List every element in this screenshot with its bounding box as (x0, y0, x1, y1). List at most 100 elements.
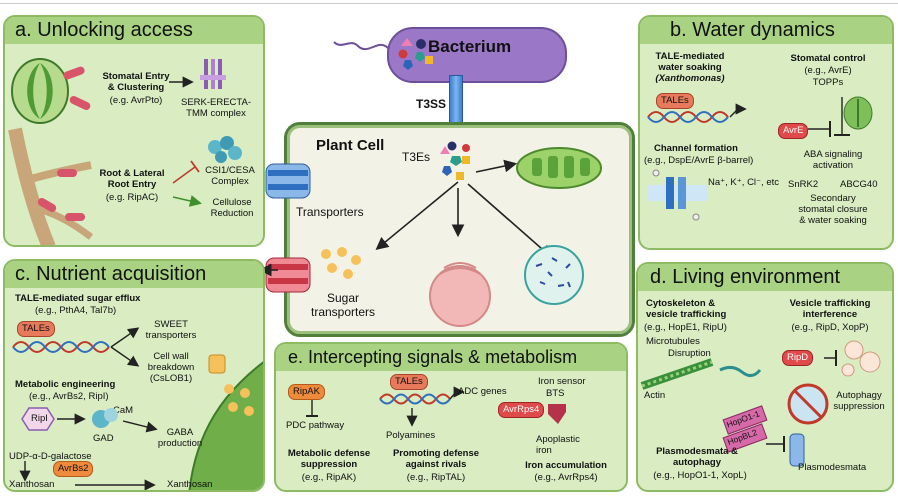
dna-icon (379, 386, 465, 405)
plasmodesmata-label: Plasmodesmata (798, 462, 867, 473)
iron-sensor-label: Iron sensor (538, 376, 586, 387)
bacterium-flagellum (333, 41, 389, 51)
tale-soak-line2: water soaking (658, 62, 722, 73)
dna-icon (647, 103, 747, 123)
cellwall-line2: breakdown (147, 362, 195, 373)
plasmo-line2: autophagy (672, 457, 722, 468)
t3ss-label: T3SS (416, 97, 447, 111)
gad-label: GAD (93, 433, 114, 444)
cyto-line1: Cytoskeleton & (646, 298, 716, 309)
abcg40-label: ABCG40 (840, 179, 878, 190)
stomatal-entry-eg: (e.g. AvrPto) (109, 95, 163, 106)
tales-tag: TALEs (17, 321, 55, 337)
inhibit-arrow (172, 160, 200, 184)
apoplastic-label: Apoplastic iron (536, 434, 580, 456)
plasmo-label: Plasmodesmata & autophagy (642, 446, 752, 468)
gaba-line1: GABA (166, 427, 194, 438)
secondary-line1: Secondary (810, 193, 856, 204)
gaba-line2: production (157, 438, 203, 449)
ripi-arrow (57, 413, 86, 425)
panel-e-title: e. Intercepting signals & metabolism (276, 344, 626, 371)
t3es-label: T3Es (402, 150, 431, 164)
tale-soak-line1: TALE-mediated (655, 51, 725, 62)
promoting-line2: against rivals (405, 459, 467, 470)
sugar-molecules (224, 384, 254, 416)
aba-line1: ABA signaling (803, 149, 863, 160)
iron-acc-label: Iron accumulation (525, 460, 607, 471)
vacuole-icon (524, 245, 584, 305)
plasmodesmata-icon (766, 433, 805, 467)
xanthosan-right: Xanthosan (167, 479, 213, 490)
tale-soak-label: TALE-mediated water soaking (Xanthomonas… (640, 51, 740, 84)
stomatal-entry-line1: Stomatal Entry (102, 71, 170, 82)
cellulose-line2: Reduction (210, 208, 254, 219)
udp-label: UDP-α-D-galactose (9, 451, 92, 462)
ions-label: Na⁺, K⁺, Cl⁻, etc (708, 177, 780, 188)
serk-label: SERK-ERECTA- TMM complex (171, 97, 261, 119)
ripd-tag: RipD (782, 350, 814, 366)
ripi-hexagon (21, 407, 55, 431)
metabolic-eng-label: Metabolic engineering (15, 379, 116, 390)
plasmo-line1: Plasmodesmata & (656, 446, 738, 457)
snrk2-label: SnRK2 (788, 179, 819, 190)
stomata-closed-icon (843, 96, 873, 130)
bacterium-small (68, 94, 92, 112)
serk-line2: TMM complex (186, 108, 246, 119)
microtubules-label: Microtubules (646, 336, 700, 347)
root-entry-label: Root & Lateral Root Entry (91, 168, 173, 190)
pdc-inhibit (306, 400, 318, 417)
cell-arrows (375, 159, 553, 259)
effector-shapes-bacterium (398, 38, 433, 70)
bacterium-small (65, 213, 85, 221)
actin-label: Actin (644, 390, 666, 401)
green-arrow (172, 195, 202, 207)
transporters-icon (265, 163, 311, 199)
apoplastic-line2: iron (536, 445, 552, 456)
ripak-tag: RipAK (288, 384, 325, 400)
cellwall-line1: Cell wall (153, 351, 189, 362)
metabolic-defense-line2: suppression (300, 459, 358, 470)
nucleus-icon (429, 262, 491, 327)
cellwall-label: Cell wall breakdown (CsLOB1) (133, 351, 209, 384)
root-icon (8, 127, 94, 245)
csi1-line1: CSI1/CESA (205, 165, 255, 176)
vesicles-icon (824, 340, 881, 377)
panel-a-title: a. Unlocking access (5, 17, 263, 44)
avre-tag: AvrE (778, 123, 809, 139)
cellwall-line3: (CsLOB1) (149, 373, 193, 384)
tales-tag: TALEs (390, 374, 428, 390)
bacterium-small (57, 169, 77, 177)
panel-c: c. Nutrient acquisition TALE-mediated su… (3, 259, 265, 492)
plant-cell-label: Plant Cell (316, 137, 385, 154)
bacterium-label: Bacterium (428, 37, 512, 56)
sugar-line1: Sugar (326, 291, 360, 305)
sugar-transporters-arrow (258, 263, 278, 277)
secondary-line2: stomatal closure (798, 204, 868, 215)
promoting-label: Promoting defense against rivals (380, 448, 492, 470)
gad-arrow (122, 420, 158, 433)
cam-label: CaM (113, 405, 134, 416)
ripi-label: RipI (31, 413, 48, 424)
promoting-line1: Promoting defense (392, 448, 480, 459)
promoting-eg: (e.g., RipTAL) (406, 472, 466, 483)
panel-c-title: c. Nutrient acquisition (5, 261, 263, 288)
top-rule (0, 3, 898, 4)
cellulose-label: Cellulose Reduction (201, 197, 263, 219)
panel-d-title: d. Living environment (638, 264, 892, 291)
sugar-molecules (321, 247, 361, 279)
bts-icon (548, 404, 566, 424)
apoplastic-line1: Apoplastic (536, 434, 580, 445)
cyto-line2: vesicle trafficking (646, 309, 727, 320)
aba-label: ABA signaling activation (788, 149, 878, 171)
avrrps4-tag: AvrRps4 (498, 402, 545, 418)
tale-soak-line3: (Xanthomonas) (655, 73, 725, 84)
secondary-label: Secondary stomatal closure & water soaki… (778, 193, 888, 226)
gaba-label: GABA production (145, 427, 215, 449)
cyto-eg: (e.g., HopE1, RipU) (644, 322, 727, 333)
panel-a: a. Unlocking access Stomatal Entry & Clu… (3, 15, 265, 247)
effector-shapes-cell (440, 141, 470, 180)
panel-b-title: b. Water dynamics (640, 17, 892, 44)
metabolic-eg: (e.g., AvrBs2, RipI) (29, 391, 109, 402)
transporters-label: Transporters (296, 205, 364, 219)
sweet-label: SWEET transporters (133, 319, 209, 341)
